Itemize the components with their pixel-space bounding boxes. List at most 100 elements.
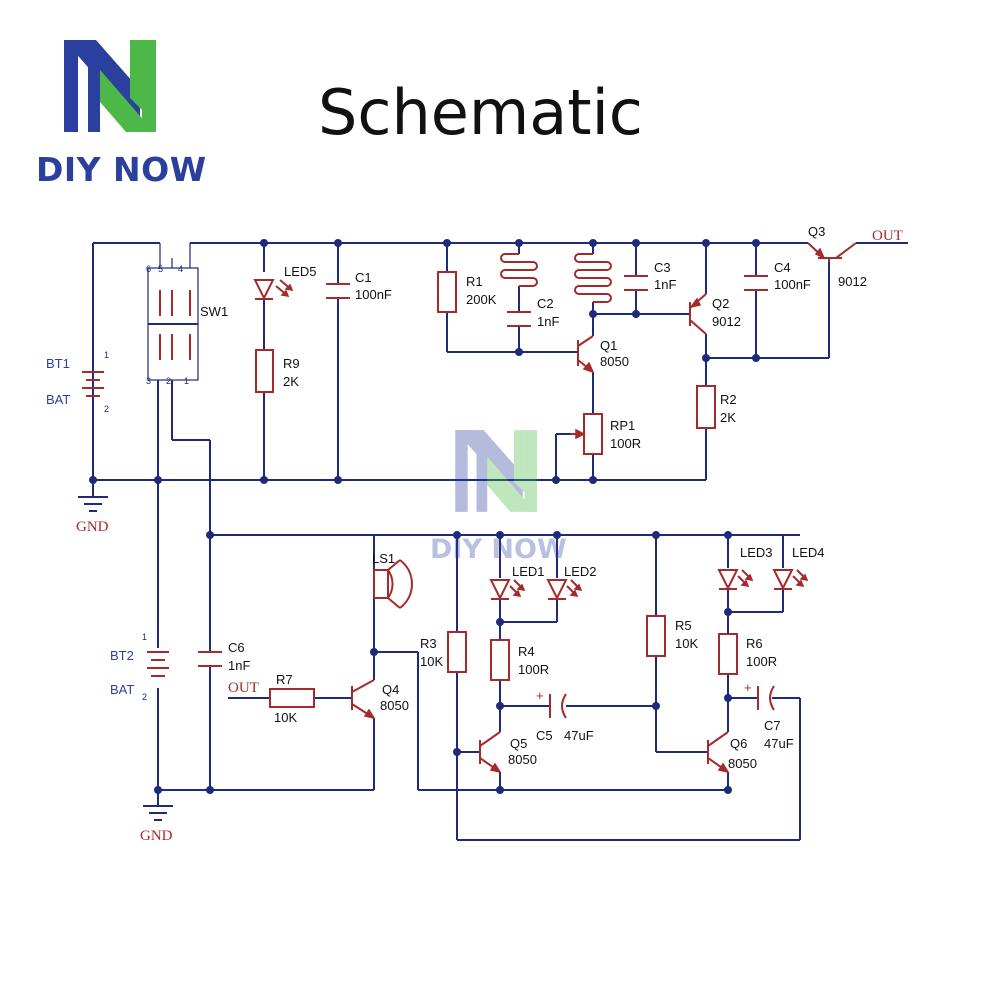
c7-label: C7	[764, 718, 781, 733]
led3-label: LED3	[740, 545, 773, 560]
battery-bt1: 1 2 BT1 BAT	[46, 350, 109, 414]
q1-value: 8050	[600, 354, 629, 369]
r6-label: R6	[746, 636, 763, 651]
bt2-pin-2: 2	[142, 692, 147, 702]
capacitor-c5: + C5 47uF	[536, 688, 594, 743]
c5-label: C5	[536, 728, 553, 743]
sw1-pin-3: 3	[146, 376, 151, 386]
q6-value: 8050	[728, 756, 757, 771]
led3: LED3	[717, 545, 773, 591]
q3-value: 9012	[838, 274, 867, 289]
q6-label: Q6	[730, 736, 747, 751]
ls1-label: LS1	[372, 551, 395, 566]
battery-bt2: 1 2 BT2 BAT	[110, 632, 169, 702]
brand-name: DIY NOW	[36, 150, 207, 189]
out-bottom-label: OUT	[228, 680, 259, 696]
r7-label: R7	[276, 672, 293, 687]
q1-label: Q1	[600, 338, 617, 353]
r5-label: R5	[675, 618, 692, 633]
led2-label: LED2	[564, 564, 597, 579]
diy-now-watermark-icon	[455, 430, 537, 512]
r3-value: 10K	[420, 654, 443, 669]
c7-value: 47uF	[764, 736, 794, 751]
q4-label: Q4	[382, 682, 399, 697]
r6-value: 100R	[746, 654, 777, 669]
r3-label: R3	[420, 636, 437, 651]
c3-value: 1nF	[654, 277, 676, 292]
bt1-pin-1: 1	[104, 350, 109, 360]
coil-1	[500, 253, 538, 287]
bt1-type: BAT	[46, 392, 70, 407]
sw1-pin-6: 6	[146, 264, 151, 274]
r2-label: R2	[720, 392, 737, 407]
r9-value: 2K	[283, 374, 299, 389]
c6-label: C6	[228, 640, 245, 655]
led4-label: LED4	[792, 545, 825, 560]
sw1-label: SW1	[200, 304, 228, 319]
capacitor-c2: C2 1nF	[507, 296, 559, 329]
q2-value: 9012	[712, 314, 741, 329]
transistor-q3: Q3 9012 OUT	[807, 224, 903, 289]
bt1-label: BT1	[46, 356, 70, 371]
sw1-pin-1: 1	[184, 376, 189, 386]
sw1-pin-5: 5	[158, 264, 163, 274]
c6-value: 1nF	[228, 658, 250, 673]
q5-label: Q5	[510, 736, 527, 751]
led4: LED4	[772, 545, 825, 591]
r7-value: 10K	[274, 710, 297, 725]
resistor-r2: R2 2K	[696, 385, 737, 429]
c4-label: C4	[774, 260, 791, 275]
r9-label: R9	[283, 356, 300, 371]
r1-value: 200K	[466, 292, 497, 307]
led5-label: LED5	[284, 264, 317, 279]
transistor-q5: Q5 8050	[479, 731, 537, 774]
led1: LED1	[489, 564, 545, 601]
r4-value: 100R	[518, 662, 549, 677]
q2-label: Q2	[712, 296, 729, 311]
resistor-r4: R4 100R	[490, 639, 549, 681]
switch-sw1: 6 5 4 3 2 1 SW1	[146, 264, 228, 386]
top-circuit-wires	[92, 242, 908, 535]
r1-label: R1	[466, 274, 483, 289]
c2-label: C2	[537, 296, 554, 311]
transistor-q1: Q1 8050	[577, 335, 629, 374]
out-top-label: OUT	[872, 228, 903, 244]
c4-value: 100nF	[774, 277, 811, 292]
c1-value: 100nF	[355, 287, 392, 302]
transistor-q6: Q6 8050	[707, 731, 757, 774]
led2: LED2	[546, 564, 597, 601]
gnd-top-label: GND	[76, 519, 109, 535]
junction-dots	[89, 239, 760, 794]
transistor-q2: Q2 9012	[689, 293, 741, 335]
watermark-text: DIY NOW	[430, 534, 567, 565]
capacitor-c6: C6 1nF	[198, 640, 250, 673]
ground-symbol-bottom: GND	[140, 805, 173, 844]
transistor-q4: Q4 8050	[351, 679, 409, 720]
sw1-pin-4: 4	[178, 264, 183, 274]
q5-value: 8050	[508, 752, 537, 767]
potentiometer-rp1: RP1 100R	[570, 413, 641, 455]
c3-label: C3	[654, 260, 671, 275]
buzzer-ls1: LS1	[372, 551, 413, 609]
resistor-r5: R5 10K	[646, 615, 698, 657]
diy-now-logo-icon	[64, 40, 156, 132]
page-title: Schematic	[318, 76, 643, 149]
bt2-type: BAT	[110, 682, 134, 697]
resistor-r3: R3 10K	[420, 631, 467, 673]
capacitor-c3: C3 1nF	[624, 260, 676, 292]
r4-label: R4	[518, 644, 535, 659]
c5-value: 47uF	[564, 728, 594, 743]
resistor-r9: R9 2K	[255, 349, 300, 393]
c1-label: C1	[355, 270, 372, 285]
ground-symbol-top: GND	[76, 496, 109, 535]
led5: LED5	[253, 264, 317, 301]
r5-value: 10K	[675, 636, 698, 651]
rp1-label: RP1	[610, 418, 635, 433]
resistor-r1: R1 200K	[437, 271, 497, 313]
sw1-pin-2: 2	[166, 376, 171, 386]
coil-2	[574, 253, 612, 303]
rp1-value: 100R	[610, 436, 641, 451]
resistor-r6: R6 100R	[718, 633, 777, 675]
gnd-bottom-label: GND	[140, 828, 173, 844]
